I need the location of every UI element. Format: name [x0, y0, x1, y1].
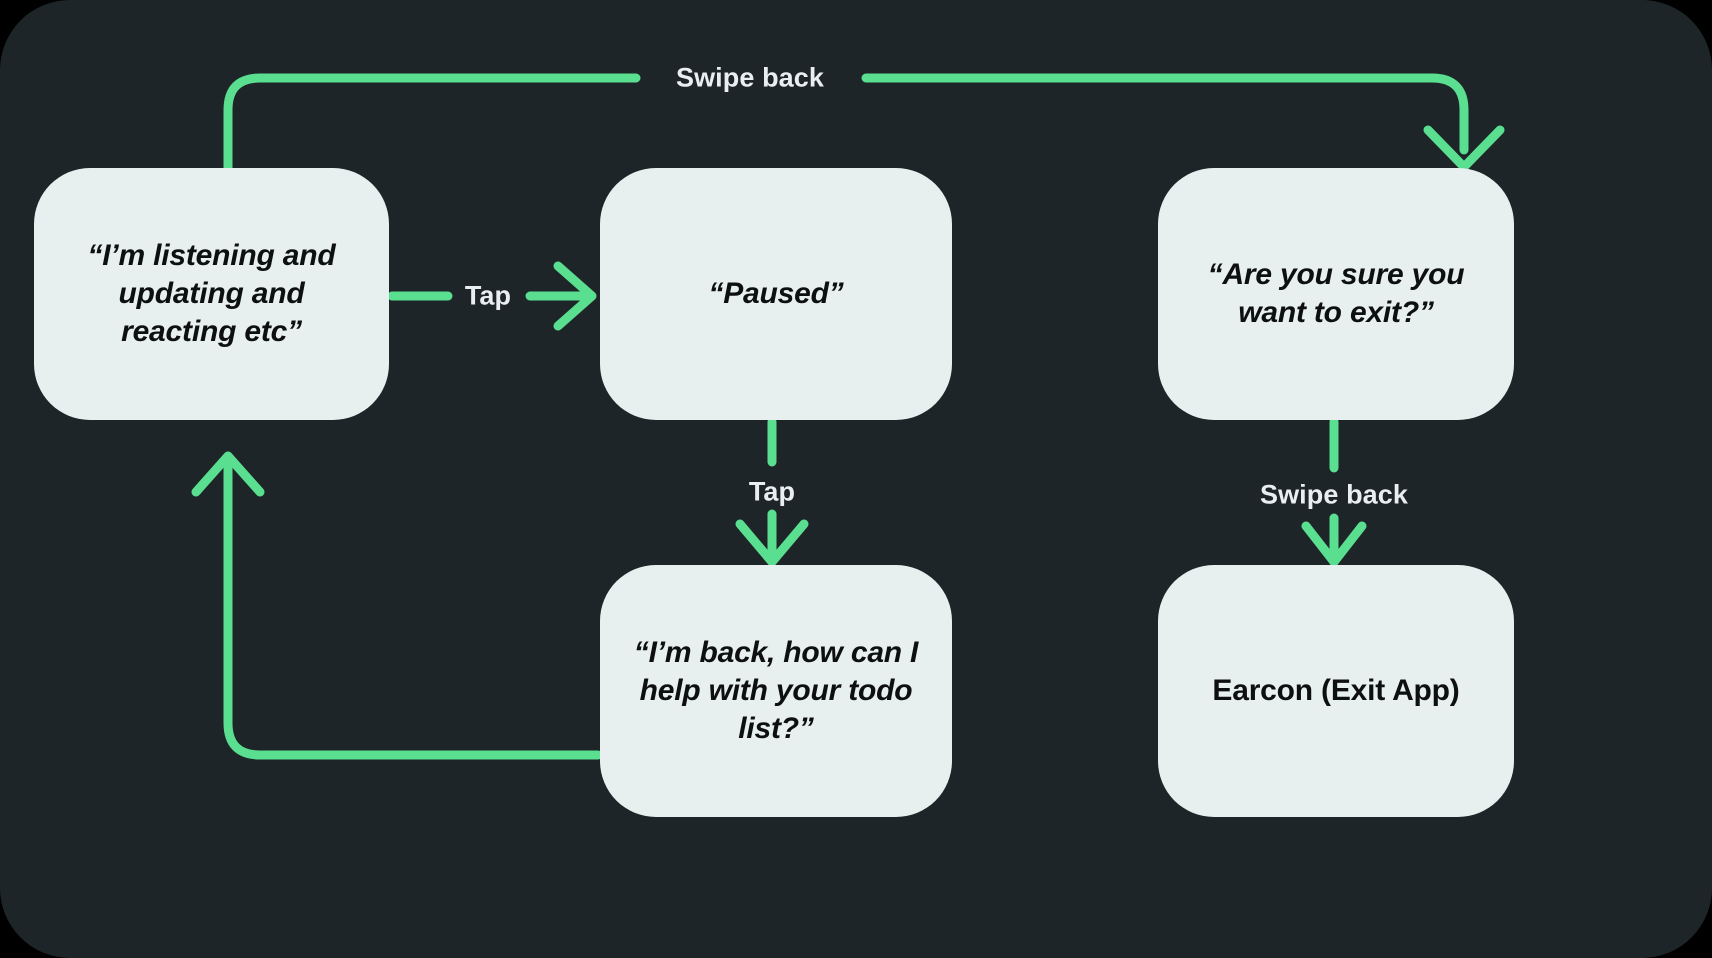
edge-listening-to-confirm-left [223, 73, 641, 173]
node-earcon-exit-app[interactable]: Earcon (Exit App) [1158, 565, 1514, 817]
node-paused-label: “Paused” [708, 277, 844, 311]
edge-label-swipe-back-confirm-to-earcon: Swipe back [1259, 479, 1409, 510]
node-listening-label: “I’m listening and updating and reacting… [87, 239, 336, 348]
node-resumed[interactable]: “I’m back, how can I help with your todo… [600, 565, 952, 817]
edge-label-swipe-back-top: Swipe back [675, 62, 825, 93]
edge-confirm-to-earcon-arrowhead [1301, 521, 1367, 567]
node-earcon-exit-app-label: Earcon (Exit App) [1212, 674, 1460, 708]
edge-listening-to-confirm-arrowhead [1423, 125, 1505, 172]
node-exit-confirmation[interactable]: “Are you sure you want to exit?” [1158, 168, 1514, 420]
edge-back-to-listening-line [223, 455, 603, 760]
edge-back-to-listening-arrowhead [191, 451, 265, 497]
node-exit-confirmation-label: “Are you sure you want to exit?” [1207, 258, 1465, 329]
edge-listening-to-confirm-right [861, 73, 1469, 155]
node-listening[interactable]: “I’m listening and updating and reacting… [34, 168, 389, 420]
node-resumed-label: “I’m back, how can I help with your todo… [633, 636, 919, 745]
node-paused[interactable]: “Paused” [600, 168, 952, 420]
edge-paused-to-back-arrowhead [735, 519, 809, 567]
edge-label-tap-paused-to-resumed: Tap [748, 476, 796, 507]
edge-label-tap-listening-to-paused: Tap [464, 280, 512, 311]
edge-listening-to-paused-arrowhead [553, 261, 597, 331]
